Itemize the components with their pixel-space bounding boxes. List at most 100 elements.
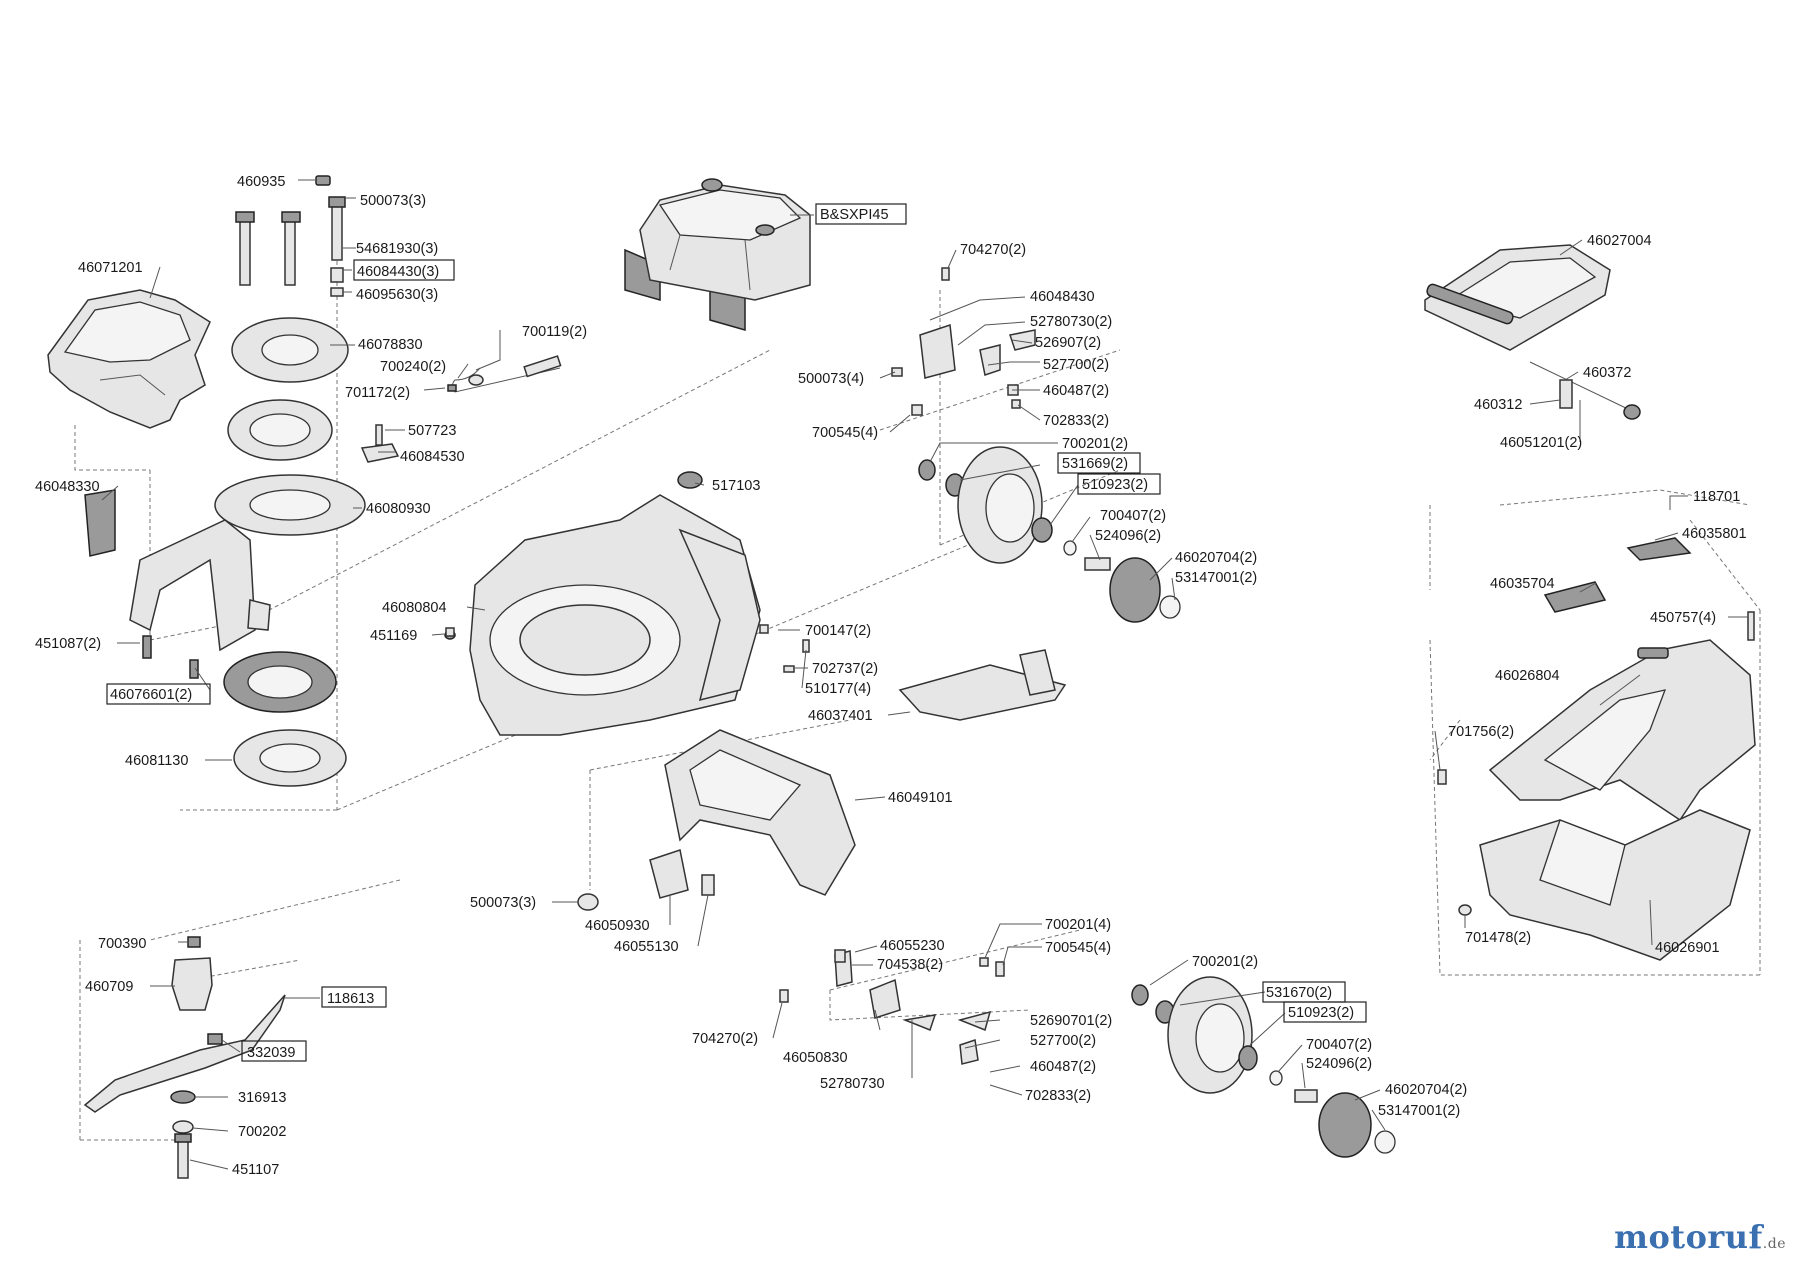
label-700390: 700390	[98, 936, 146, 952]
label-46084530: 46084530	[400, 449, 465, 465]
label-engine-bsxpi45: B&SXPI45	[820, 207, 889, 223]
grass-bag-top-illustration	[1424, 244, 1611, 351]
label-500073-4: 500073(4)	[798, 371, 864, 387]
ignition-cable-illustration	[447, 355, 562, 393]
label-46035704: 46035704	[1490, 576, 1555, 592]
label-700545-4-bot: 700545(4)	[1045, 940, 1111, 956]
label-46049101: 46049101	[888, 790, 953, 806]
label-52780730: 52780730	[820, 1076, 885, 1092]
label-46076601-2: 46076601(2)	[110, 687, 192, 703]
label-531670-2: 531670(2)	[1266, 985, 1332, 1001]
label-701172-2: 701172(2)	[345, 385, 410, 401]
label-451087-2: 451087(2)	[35, 636, 101, 652]
label-700545-4-top: 700545(4)	[812, 425, 878, 441]
label-510923-2-bot: 510923(2)	[1288, 1005, 1354, 1021]
label-450757-4: 450757(4)	[1650, 610, 1716, 626]
label-460372: 460372	[1583, 365, 1631, 381]
label-46050830: 46050830	[783, 1050, 848, 1066]
label-46084430-3: 46084430(3)	[357, 264, 439, 280]
label-460487-2-top: 460487(2)	[1043, 383, 1109, 399]
fan-housing-frame-illustration	[84, 474, 366, 652]
label-46026804: 46026804	[1495, 668, 1560, 684]
label-332039: 332039	[247, 1045, 295, 1061]
label-46081130: 46081130	[125, 753, 188, 769]
label-52690701-2: 52690701(2)	[1030, 1013, 1112, 1029]
front-wheel-illustration	[1131, 976, 1396, 1158]
label-54681930-3: 54681930(3)	[356, 241, 438, 257]
label-704270-2-top: 704270(2)	[960, 242, 1026, 258]
label-46080804: 46080804	[382, 600, 447, 616]
label-531669-2: 531669(2)	[1062, 456, 1128, 472]
label-700407-2-bot: 700407(2)	[1306, 1037, 1372, 1053]
label-118613: 118613	[327, 991, 374, 1007]
label-507723: 507723	[408, 423, 456, 439]
label-704270-2-bot: 704270(2)	[692, 1031, 758, 1047]
label-704538-2: 704538(2)	[877, 957, 943, 973]
bracket-507723-illustration	[360, 424, 400, 463]
mounting-plate-illustration	[231, 317, 349, 383]
label-700407-2-top: 700407(2)	[1100, 508, 1166, 524]
watermark-tld: .de	[1762, 1236, 1786, 1252]
blade-assembly-illustration	[83, 936, 286, 1179]
engine-illustration	[624, 178, 811, 331]
label-524096-2-top: 524096(2)	[1095, 528, 1161, 544]
label-702833-2-top: 702833(2)	[1043, 413, 1109, 429]
label-460935: 460935	[237, 174, 285, 190]
label-46035801: 46035801	[1682, 526, 1747, 542]
label-46026901: 46026901	[1655, 940, 1720, 956]
label-118701: 118701	[1693, 489, 1740, 505]
side-discharge-chute-illustration	[898, 649, 1067, 721]
label-700119-2: 700119(2)	[522, 324, 587, 340]
label-46048430: 46048430	[1030, 289, 1095, 305]
motoruf-watermark-logo: motoruf.de	[1614, 1218, 1786, 1256]
label-52780730-2: 52780730(2)	[1030, 314, 1112, 330]
label-460487-2-bot: 460487(2)	[1030, 1059, 1096, 1075]
grass-catcher-illustration	[1479, 611, 1756, 961]
engine-cover-illustration	[47, 289, 211, 429]
engine-mount-bolts-illustration	[235, 175, 346, 297]
part-number-labels: 460935 500073(3) 54681930(3) 46084430(3)…	[35, 174, 1747, 1178]
frame-bolts-illustration	[142, 635, 199, 679]
label-46080930: 46080930	[366, 501, 431, 517]
label-702737-2: 702737(2)	[812, 661, 878, 677]
label-46020704-2-bot: 46020704(2)	[1385, 1082, 1467, 1098]
watermark-brand: motoruf	[1614, 1218, 1763, 1256]
label-510923-2-top: 510923(2)	[1082, 477, 1148, 493]
label-46037401: 46037401	[808, 708, 873, 724]
label-46055230: 46055230	[880, 938, 945, 954]
rear-flap-illustration	[664, 729, 856, 896]
label-527700-2-bot: 527700(2)	[1030, 1033, 1096, 1049]
label-46048330: 46048330	[35, 479, 100, 495]
grass-screen-rings-illustration	[223, 399, 347, 787]
label-701478-2: 701478(2)	[1465, 930, 1531, 946]
bag-clips-illustration	[1543, 537, 1692, 613]
label-460312: 460312	[1474, 397, 1522, 413]
label-524096-2-bot: 524096(2)	[1306, 1056, 1372, 1072]
label-500073-3-bot: 500073(3)	[470, 895, 536, 911]
label-46071201: 46071201	[78, 260, 143, 276]
label-46027004: 46027004	[1587, 233, 1652, 249]
label-46050930: 46050930	[585, 918, 650, 934]
label-700201-4: 700201(4)	[1045, 917, 1111, 933]
label-700201-2-bot: 700201(2)	[1192, 954, 1258, 970]
label-46095630-3: 46095630(3)	[356, 287, 438, 303]
leader-lines	[101, 179, 1748, 1170]
bag-handle-rod-illustration	[1529, 361, 1641, 420]
label-701756-2: 701756(2)	[1448, 724, 1514, 740]
label-702833-2-bot: 702833(2)	[1025, 1088, 1091, 1104]
label-46051201-2: 46051201(2)	[1500, 435, 1582, 451]
label-527700-2-top: 527700(2)	[1043, 357, 1109, 373]
label-53147001-2-bot: 53147001(2)	[1378, 1103, 1460, 1119]
label-510177-4: 510177(4)	[805, 681, 871, 697]
label-46078830: 46078830	[358, 337, 423, 353]
label-700240-2: 700240(2)	[380, 359, 446, 375]
small-fasteners-illustration	[445, 267, 1472, 1003]
label-700147-2: 700147(2)	[805, 623, 871, 639]
label-451169: 451169	[370, 628, 417, 644]
label-700201-2-top: 700201(2)	[1062, 436, 1128, 452]
label-451107: 451107	[232, 1162, 279, 1178]
label-500073-3-top: 500073(3)	[360, 193, 426, 209]
label-46055130: 46055130	[614, 939, 679, 955]
boxed-label-frames	[106, 203, 1367, 1062]
